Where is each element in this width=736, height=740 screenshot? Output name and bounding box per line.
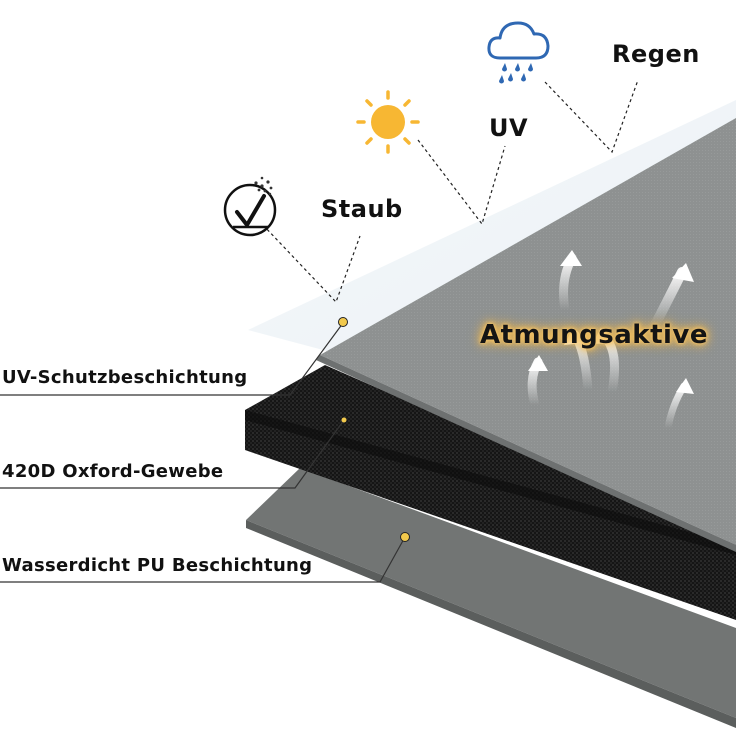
uv-label: UV [489,114,529,142]
uv-coating-marker [338,317,348,327]
cloud-rain-icon [487,21,550,84]
uv-coating-label: UV-Schutzbeschichtung [2,367,248,388]
layer-markers [338,317,410,542]
layer-leaders [0,322,406,583]
pu-layer-edge [246,520,736,728]
pu-coating-label: Wasserdicht PU Beschichtung [2,555,313,576]
rain-label: Regen [612,40,700,68]
fabric-layer [245,365,736,620]
fabric-label: 420D Oxford-Gewebe [2,461,224,482]
breathable-arrowheads [528,250,694,394]
fabric-marker [341,417,347,423]
dust-shield-icon [223,176,277,237]
breathable-label: Atmungsaktive [480,320,709,350]
fabric-layer-edge [245,410,736,555]
pu-layer [246,468,736,718]
pu-marker [400,532,410,542]
sun-icon [356,90,420,154]
top-layer [320,118,736,545]
factor-leaders [262,79,639,304]
dust-label: Staub [321,195,403,223]
top-layer-edge [316,355,736,552]
